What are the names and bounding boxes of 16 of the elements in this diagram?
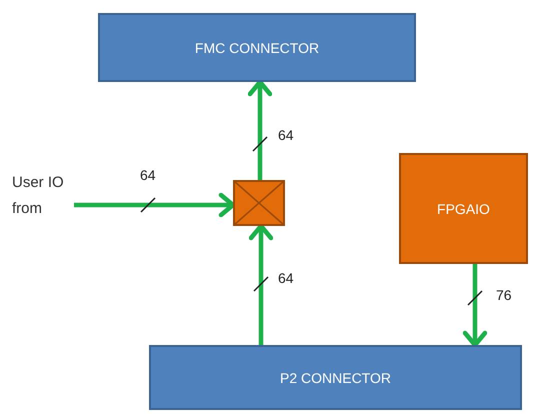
connector-box [98,13,416,82]
arrow [74,192,236,218]
fpga-box [399,153,528,264]
edge-label: 64 [140,167,156,183]
box-label: FPGAIO [437,200,490,216]
box-label: P2 CONNECTOR [280,370,391,386]
connector-box [149,345,522,410]
switch-box [233,180,285,226]
arrow [462,264,488,348]
edge-label: 64 [278,270,294,286]
arrow [248,224,274,345]
box-label: FMC CONNECTOR [194,40,320,56]
edge-label: 76 [496,287,512,303]
source-text: User IO from [12,173,65,219]
arrow [248,80,272,180]
edge-label: 64 [278,127,294,143]
